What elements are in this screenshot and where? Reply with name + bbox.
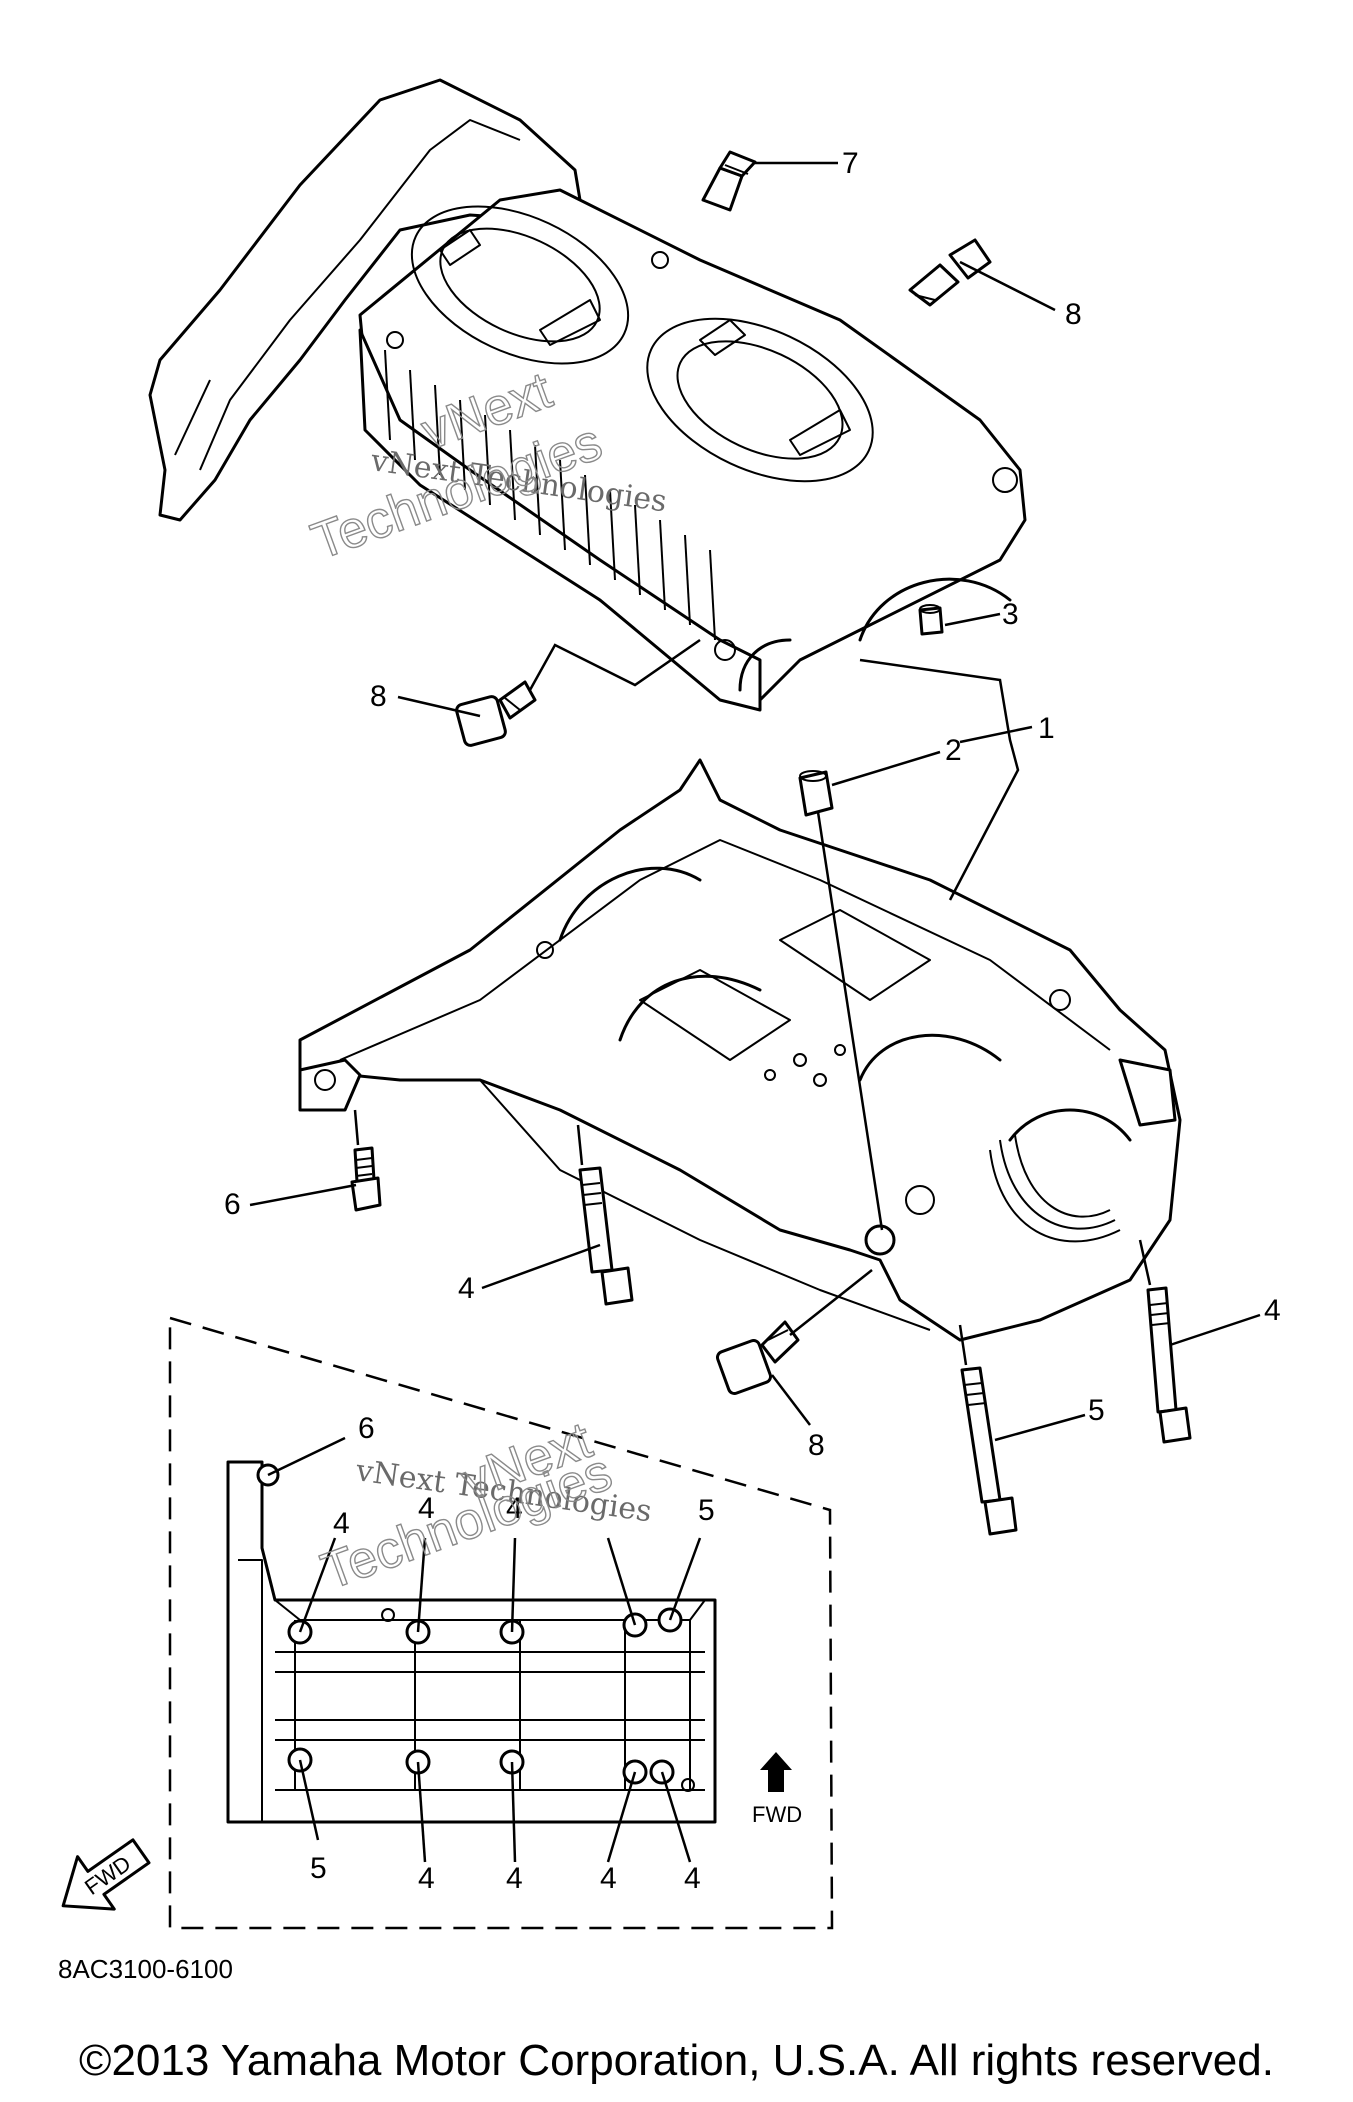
callout-8-top: 8 xyxy=(1065,298,1082,331)
inset-bottom-label-4c: 4 xyxy=(600,1862,617,1895)
inset-labels: 6 4 4 4 5 5 4 4 4 4 FWD xyxy=(310,1412,802,1895)
inset-bottom-label-4b: 4 xyxy=(506,1862,523,1895)
callout-1: 1 xyxy=(1038,712,1055,745)
callout-labels: 7 8 3 8 2 1 6 4 8 5 4 xyxy=(224,147,1281,1462)
inset-top-label-4a: 4 xyxy=(333,1507,350,1540)
inset-leaders xyxy=(267,1436,702,1863)
inset-top-label-4b: 4 xyxy=(418,1492,435,1525)
stud-part-6 xyxy=(350,1146,382,1212)
dowel-part-2 xyxy=(798,770,834,817)
diagram-part-code: 8AC3100-6100 xyxy=(58,1954,233,1984)
inset-top-label-6: 6 xyxy=(358,1412,375,1445)
inset-bottom-label-4a: 4 xyxy=(418,1862,435,1895)
fwd-arrow-icon xyxy=(760,1752,792,1792)
callout-7: 7 xyxy=(842,147,859,180)
callout-4-right: 4 xyxy=(1264,1294,1281,1327)
inset-top-label-5: 5 xyxy=(698,1494,715,1527)
leader-lines xyxy=(249,161,1261,1442)
bottom-view-inset xyxy=(168,1316,834,1930)
dowel-part-3 xyxy=(918,604,944,636)
callout-6: 6 xyxy=(224,1188,241,1221)
fitting-part-7 xyxy=(701,150,757,212)
bolt-part-8-mid xyxy=(455,680,537,747)
inset-fwd-label: FWD xyxy=(752,1802,802,1827)
fwd-badge-arrow-icon xyxy=(61,1838,151,1911)
inset-bottom-label-4d: 4 xyxy=(684,1862,701,1895)
callout-4-left: 4 xyxy=(458,1272,475,1305)
callout-8-low: 8 xyxy=(808,1429,825,1462)
callout-3: 3 xyxy=(1002,598,1019,631)
upper-crankcase xyxy=(148,78,1027,712)
bolt-part-5 xyxy=(960,1366,1018,1536)
callout-5: 5 xyxy=(1088,1394,1105,1427)
copyright-notice: ©2013 Yamaha Motor Corporation, U.S.A. A… xyxy=(79,2036,1274,2085)
bolt-part-4-left xyxy=(578,1166,634,1306)
bolt-part-4-right xyxy=(1146,1286,1192,1444)
callout-8-mid: 8 xyxy=(370,680,387,713)
lower-crankcase xyxy=(298,758,1182,1342)
callout-2: 2 xyxy=(945,734,962,767)
inset-bottom-label-5: 5 xyxy=(310,1852,327,1885)
inset-top-label-4c: 4 xyxy=(506,1492,523,1525)
bolt-part-8-top xyxy=(908,238,992,307)
bolt-part-8-low xyxy=(715,1320,800,1396)
